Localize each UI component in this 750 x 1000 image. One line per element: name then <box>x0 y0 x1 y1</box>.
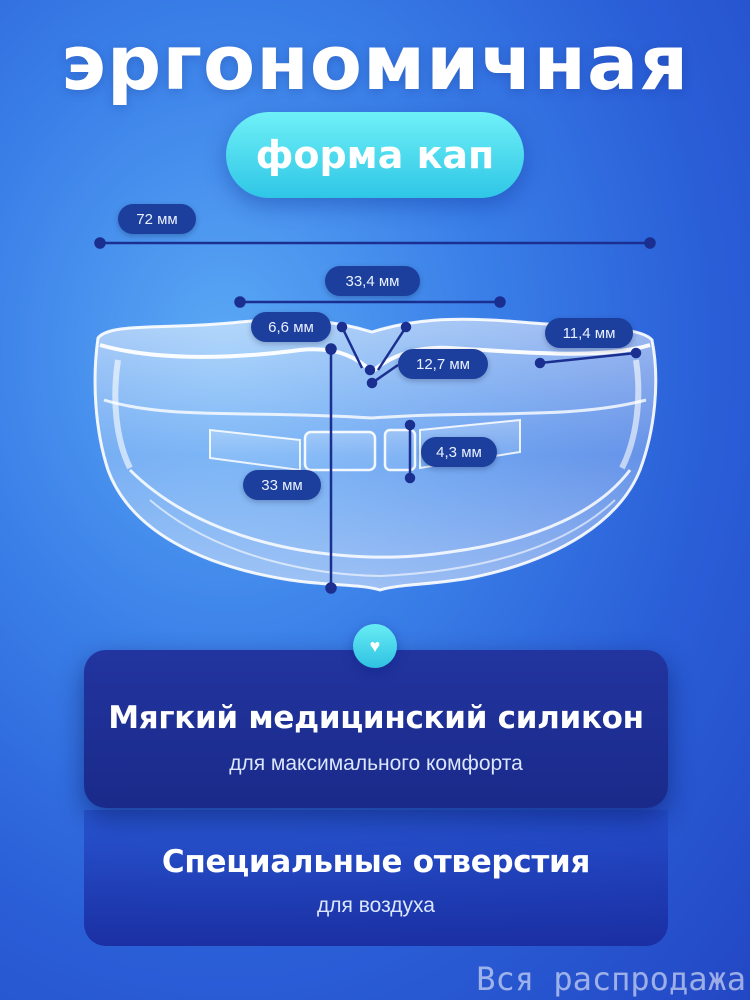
subtitle-pill-label: форма кап <box>255 133 495 177</box>
watermark: Вся распродажа <box>476 960 746 998</box>
feature-heading: Специальные отверстия <box>161 844 591 880</box>
feature-card-air-holes: Специальные отверстия для воздуха <box>84 810 668 946</box>
dim-label-depth-front: 6,6 мм <box>251 312 331 342</box>
dim-label-height: 33 мм <box>243 470 321 500</box>
page-title: эргономичная <box>60 18 690 107</box>
subtitle-pill: форма кап <box>226 112 524 198</box>
heart-icon: ♥ <box>353 624 397 668</box>
dim-label-width-total: 72 мм <box>118 204 196 234</box>
feature-subtext: для максимального комфорта <box>229 752 523 775</box>
dim-label-depth-side: 11,4 мм <box>545 318 633 348</box>
dim-label-hole: 4,3 мм <box>421 437 497 467</box>
feature-heading: Мягкий медицинский силикон <box>108 700 644 736</box>
measurement-lines <box>94 237 656 594</box>
feature-subtext: для воздуха <box>317 894 435 917</box>
dim-label-notch: 12,7 мм <box>398 349 488 379</box>
dim-label-inner-width: 33,4 мм <box>325 266 420 296</box>
feature-card-silicone: Мягкий медицинский силикон для максималь… <box>84 650 668 808</box>
